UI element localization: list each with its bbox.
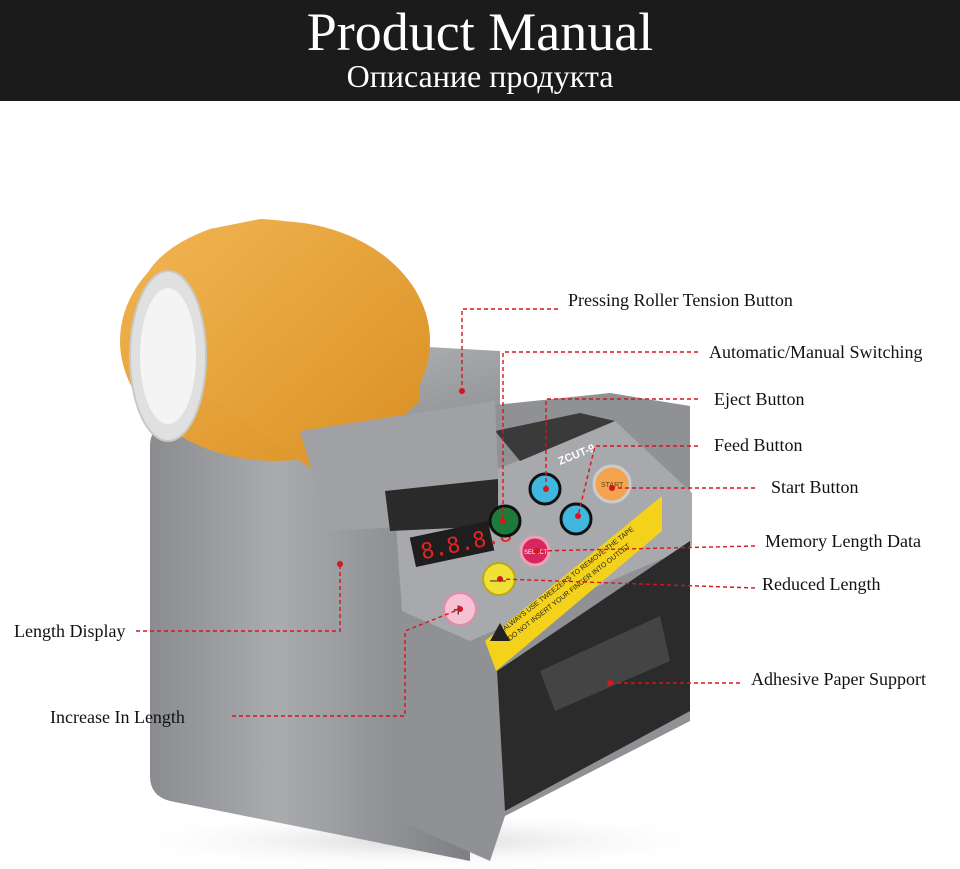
leader-memory (536, 545, 756, 552)
header-banner: Product Manual Описание продукта (0, 0, 960, 101)
leader-increase (232, 608, 461, 717)
callout-feed: Feed Button (714, 435, 803, 455)
page-subtitle: Описание продукта (346, 58, 614, 94)
product-stage: 8.8.8.8 START SELECT — + ZCUT-9 ALWAYS U… (0, 101, 960, 869)
roller-slot (385, 479, 498, 531)
callout-length-display: Length Display (14, 621, 126, 641)
warning-label (485, 496, 662, 671)
callout-dots (337, 388, 615, 686)
start-button[interactable] (592, 464, 632, 504)
leader-length-display (136, 564, 341, 632)
leader-auto-manual (502, 351, 698, 521)
callout-auto-manual: Automatic/Manual Switching (709, 342, 923, 362)
callout-leaders (136, 308, 756, 717)
panel-top-strip (495, 413, 615, 461)
callout-reduced: Reduced Length (762, 574, 881, 594)
leader-pressing-roller (461, 308, 558, 391)
tape-dispenser-illustration: 8.8.8.8 START SELECT — + ZCUT-9 ALWAYS U… (100, 219, 756, 869)
caution-triangle-icon (490, 623, 510, 641)
tape-core-inner (140, 288, 196, 424)
callout-pressing-roller: Pressing Roller Tension Button (568, 290, 793, 310)
led-display (409, 521, 495, 567)
page-title: Product Manual (306, 2, 654, 62)
leader-reduced (499, 578, 756, 589)
callout-eject: Eject Button (714, 389, 805, 409)
feed-button[interactable] (559, 502, 593, 536)
leader-eject (545, 398, 698, 489)
callout-adhesive: Adhesive Paper Support (751, 669, 926, 689)
callout-increase: Increase In Length (50, 707, 185, 727)
adhesive-paper-support (540, 616, 670, 711)
callout-memory: Memory Length Data (765, 531, 921, 551)
callout-start: Start Button (771, 477, 859, 497)
tape-roll-front (140, 219, 420, 481)
